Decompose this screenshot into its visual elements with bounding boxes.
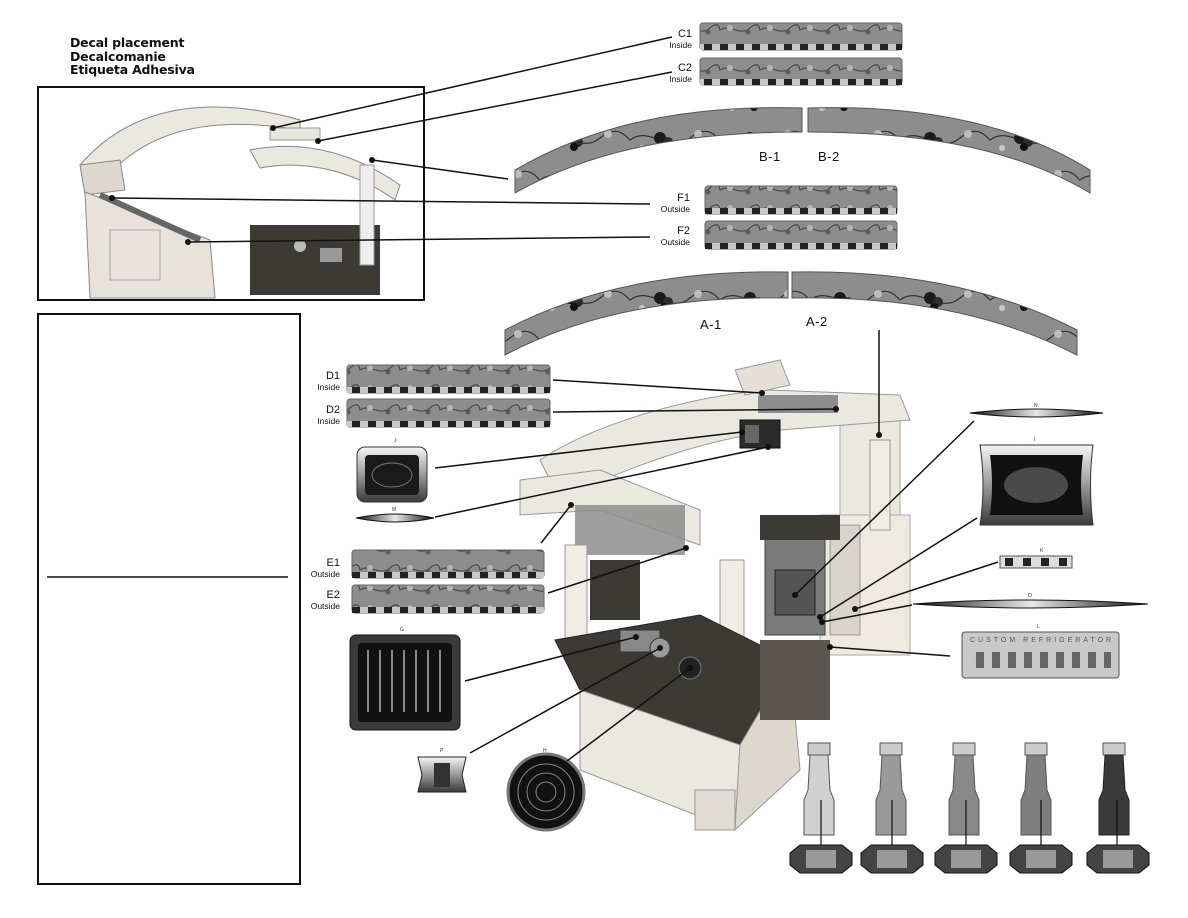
kitchen-illustration [519,359,911,832]
label-h: H [543,748,547,754]
label-i: I [1034,437,1036,443]
detail-photo-frame [37,86,425,301]
decal-h-burner [506,752,586,832]
label-f1: F1 Outside [630,193,690,215]
title-english: Decal placement [70,35,185,50]
label-d2-loc: Inside [317,416,340,426]
label-c1: C1 Inside [640,29,692,51]
decal-a2-arch [791,271,1078,356]
label-g: G [400,627,404,633]
label-j: J [394,438,397,444]
label-e2: E2 Outside [290,590,340,612]
label-d1-loc: Inside [317,382,340,392]
decal-b2-arch [807,107,1091,194]
label-f2: F2 Outside [630,226,690,248]
label-p: P [440,748,444,754]
decal-a1-arch [504,271,789,356]
label-e2-code: E2 [326,589,340,601]
label-c1-code: C1 [677,28,692,40]
label-n: N [1034,403,1038,409]
label-e1-loc: Outside [310,569,340,579]
label-f2-loc: Outside [660,237,690,247]
decal-m-bar [355,513,435,523]
label-e2-loc: Outside [310,601,340,611]
bottle-row [803,742,1130,836]
label-k: K [1040,548,1044,554]
label-b1: B-1 [759,149,781,164]
title-block: Decal placement Decalcomanie Etiqueta Ad… [70,36,195,77]
label-f1-loc: Outside [660,204,690,214]
decal-o-bar [912,599,1149,609]
label-c2-code: C2 [677,62,692,74]
bottle-label-row [789,844,1150,874]
label-f1-code: F1 [677,192,690,204]
label-a1: A-1 [700,317,722,332]
label-c2: C2 Inside [640,63,692,85]
title-french: Decalcomanie [70,48,166,64]
label-d2-code: D2 [325,404,340,416]
leader-lines [47,36,999,762]
label-o: O [1028,593,1032,599]
label-l: L [1037,624,1040,630]
label-b2: B-2 [818,149,840,164]
label-m: M [392,507,397,513]
label-e1-code: E1 [326,557,340,569]
label-e1: E1 Outside [290,558,340,580]
label-a2: A-2 [806,314,828,329]
title-spanish: Etiqueta Adhesiva [70,62,195,77]
label-c2-loc: Inside [669,74,692,84]
decal-k-knobs [999,555,1073,569]
label-f2-code: F2 [677,225,690,237]
label-d1-code: D1 [325,370,340,382]
notes-panel [37,313,301,885]
canopy-photo [39,88,423,299]
decal-b1-arch [514,107,803,194]
fridge-plate-text: CUSTOM REFRIGERATOR [970,637,1115,644]
label-c1-loc: Inside [669,40,692,50]
decal-n-bar [969,408,1104,418]
label-d2: D2 Inside [290,405,340,427]
label-d1: D1 Inside [290,371,340,393]
